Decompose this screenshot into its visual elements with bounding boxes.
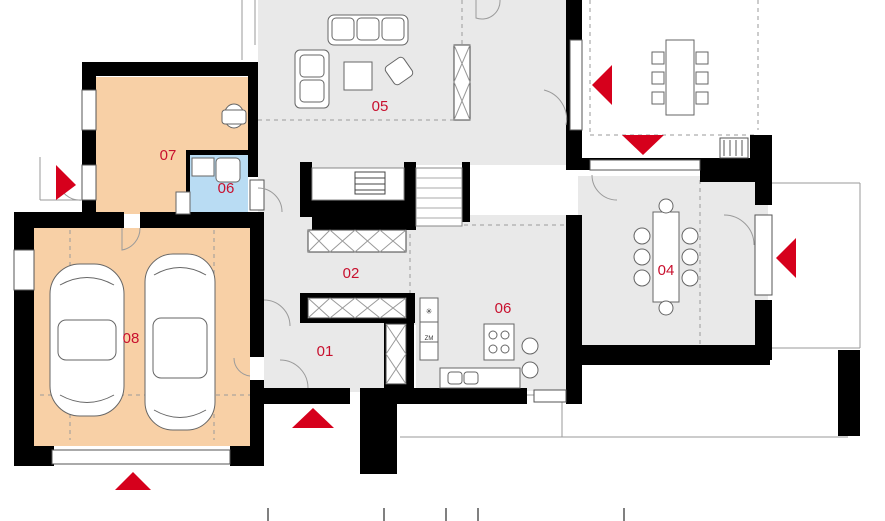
bathroom-fixtures: [175, 103, 247, 215]
room-label-07: 07: [160, 147, 177, 164]
room-label-06-kitchen: 06: [495, 300, 512, 317]
living-room-furniture: [294, 14, 414, 109]
arrow-garage: [115, 472, 151, 490]
dimension-ticks: [267, 508, 625, 521]
dining-table: [633, 198, 699, 316]
kitchen-units: ✳ ZM: [419, 297, 539, 389]
entry-floor: [264, 322, 386, 392]
direction-arrows: [56, 65, 796, 490]
arrow-entry: [292, 408, 334, 428]
room-label-04: 04: [658, 262, 675, 279]
cars: [49, 253, 216, 431]
zm-label: ZM: [425, 336, 434, 342]
arrow-dining: [776, 238, 796, 278]
arrow-terrace: [592, 65, 612, 105]
windows: [13, 39, 773, 465]
staircase: [311, 167, 463, 227]
room-label-08: 08: [123, 330, 140, 347]
room-label-05: 05: [372, 98, 389, 115]
room-label-01: 01: [317, 343, 334, 360]
arrow-side: [56, 165, 76, 200]
arrow-terrace-down: [622, 135, 664, 155]
room-labels: 05 07 06 02 06 01 08 04: [123, 98, 675, 360]
terrace-table: [651, 39, 709, 116]
svg-text:✳: ✳: [426, 307, 433, 316]
kitchen-floor: [416, 215, 571, 391]
wardrobes: [307, 44, 471, 385]
room-label-06-bath: 06: [218, 180, 235, 197]
room-label-02: 02: [343, 265, 360, 282]
